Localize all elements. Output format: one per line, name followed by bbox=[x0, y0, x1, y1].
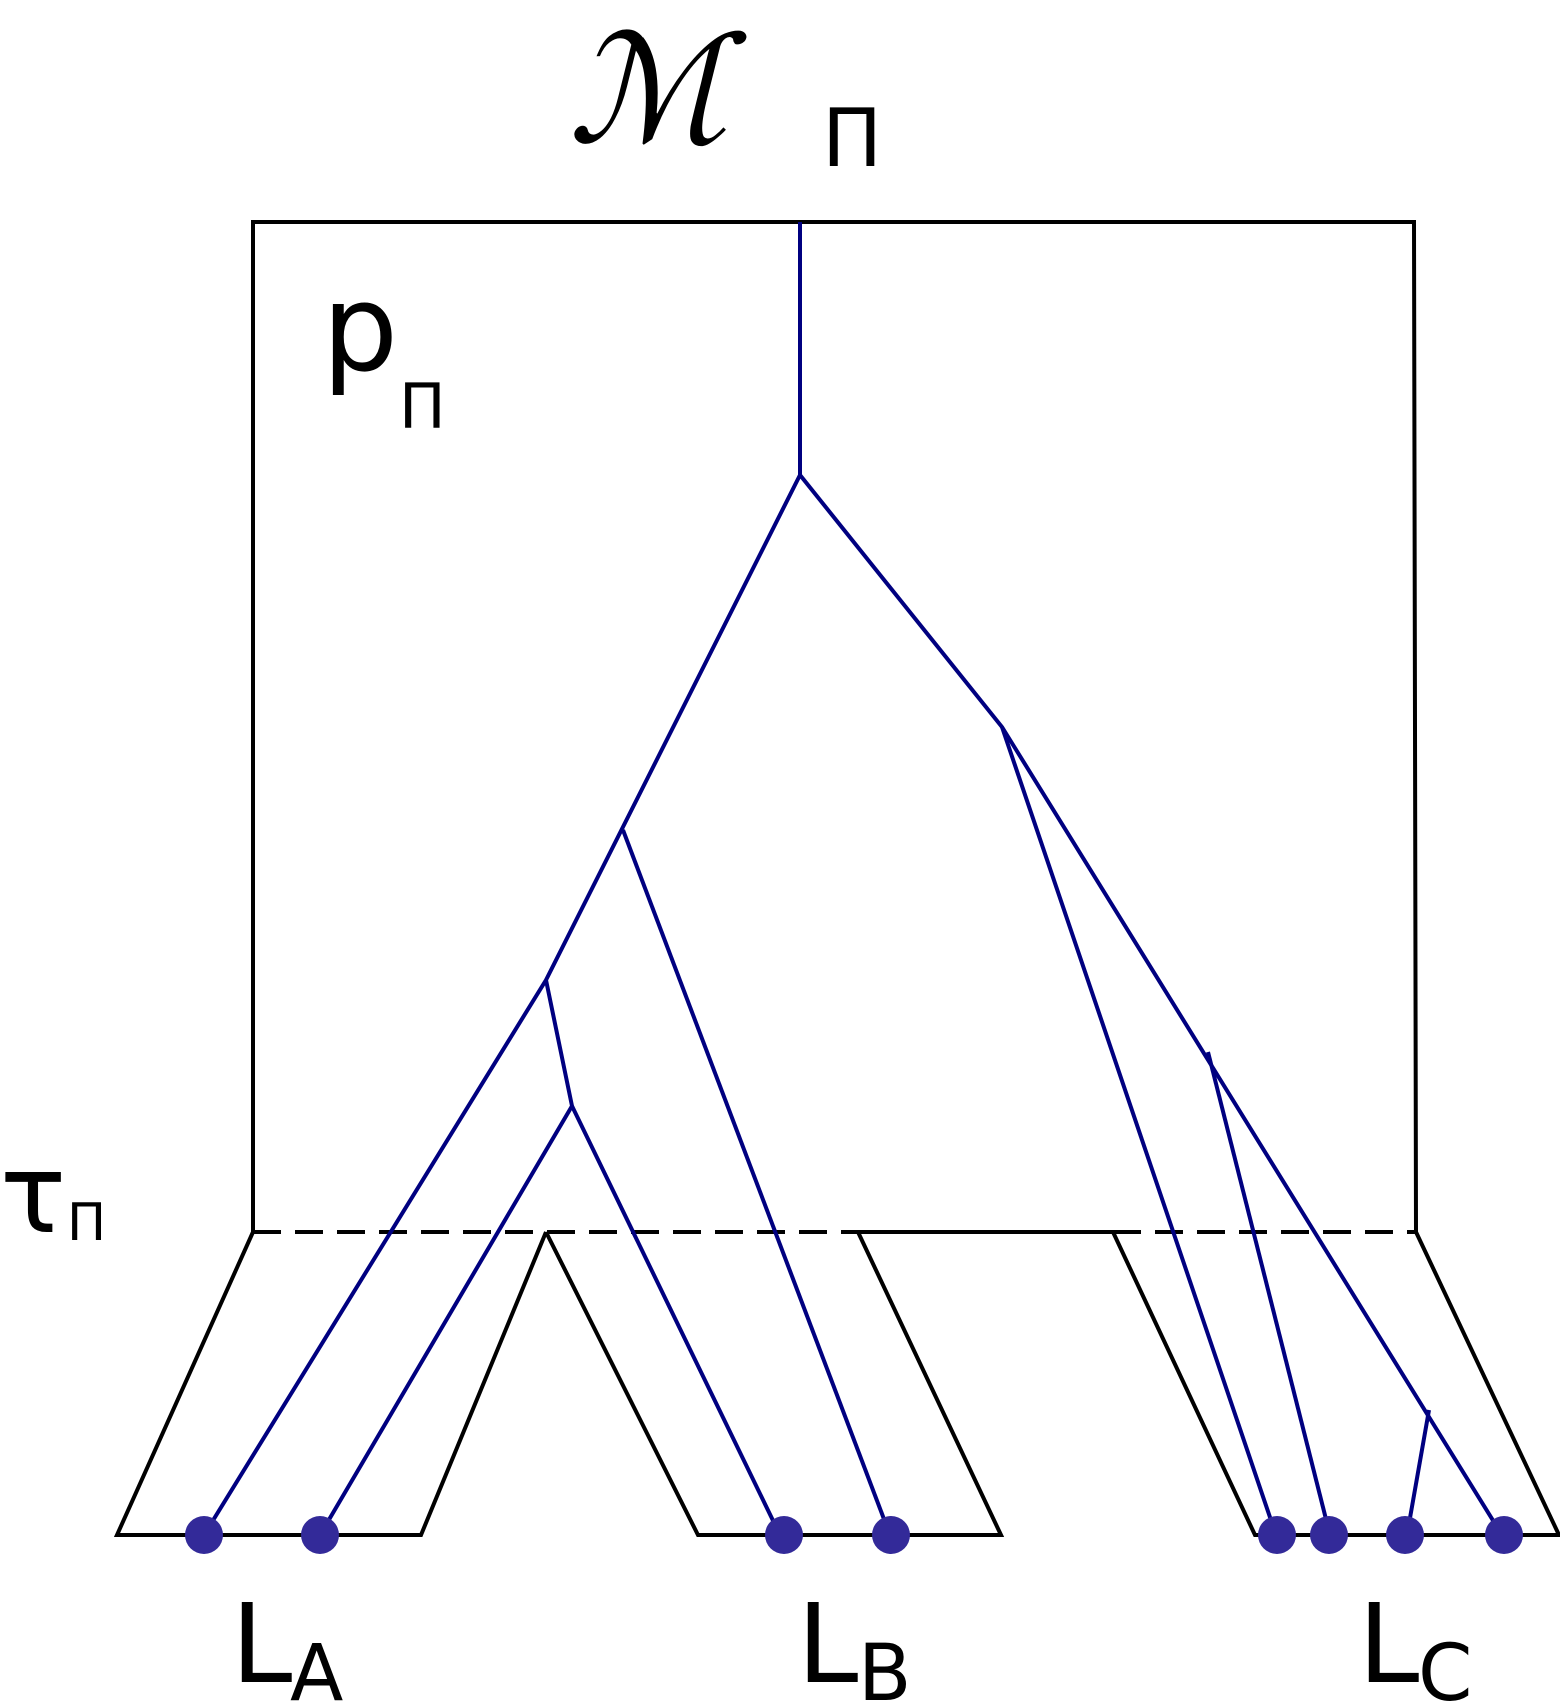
gene-c-lineage-2 bbox=[1206, 1051, 1332, 1536]
gene-left-clade bbox=[202, 474, 802, 1537]
p-symbol: p bbox=[322, 260, 398, 399]
tau-label: τ Π bbox=[0, 1130, 106, 1258]
leaf-group-c-main: L bbox=[1358, 1580, 1419, 1703]
gene-tree bbox=[202, 222, 1504, 1537]
species-tree bbox=[113, 220, 1560, 1537]
p-subscript: Π bbox=[399, 370, 446, 443]
gene-c-lineage-1 bbox=[1000, 726, 1278, 1536]
gene-b-lineage-1 bbox=[570, 1105, 782, 1536]
species-branch-b bbox=[544, 1231, 1005, 1537]
leaf-dot bbox=[185, 1516, 223, 1554]
leaf-group-label-b: L B bbox=[797, 1580, 912, 1703]
gene-b-lineage-2 bbox=[621, 829, 892, 1536]
leaf-group-a-main: L bbox=[231, 1580, 292, 1703]
leaf-group-label-a: L A bbox=[231, 1580, 343, 1703]
gene-right-clade bbox=[798, 473, 1504, 1537]
model-label: ℳ Π bbox=[568, 4, 882, 185]
leaf-dot bbox=[301, 1516, 339, 1554]
tau-symbol: τ bbox=[0, 1130, 66, 1258]
leaf-group-c-sub: C bbox=[1418, 1629, 1472, 1703]
model-subscript: Π bbox=[822, 92, 882, 185]
leaf-group-label-c: L C bbox=[1358, 1580, 1472, 1703]
leaf-group-b-sub: B bbox=[858, 1629, 912, 1703]
model-symbol: ℳ bbox=[568, 4, 747, 178]
species-branch-a bbox=[113, 1231, 548, 1537]
leaf-dot bbox=[1310, 1516, 1348, 1554]
leaf-group-a-sub: A bbox=[290, 1629, 343, 1703]
leaf-dot bbox=[872, 1516, 910, 1554]
species-tree-root-box bbox=[251, 220, 1418, 1233]
leaf-dot bbox=[1258, 1516, 1296, 1554]
leaf-dot bbox=[765, 1516, 803, 1554]
tau-subscript: Π bbox=[67, 1193, 106, 1253]
p-label: p Π bbox=[322, 260, 446, 443]
leaf-group-b-main: L bbox=[797, 1580, 858, 1703]
leaf-dot bbox=[1485, 1516, 1523, 1554]
gene-c-lineage-3 bbox=[1405, 1409, 1431, 1536]
leaf-dots bbox=[185, 1516, 1523, 1554]
leaf-dot bbox=[1386, 1516, 1424, 1554]
species-branch-c bbox=[1111, 1231, 1560, 1537]
